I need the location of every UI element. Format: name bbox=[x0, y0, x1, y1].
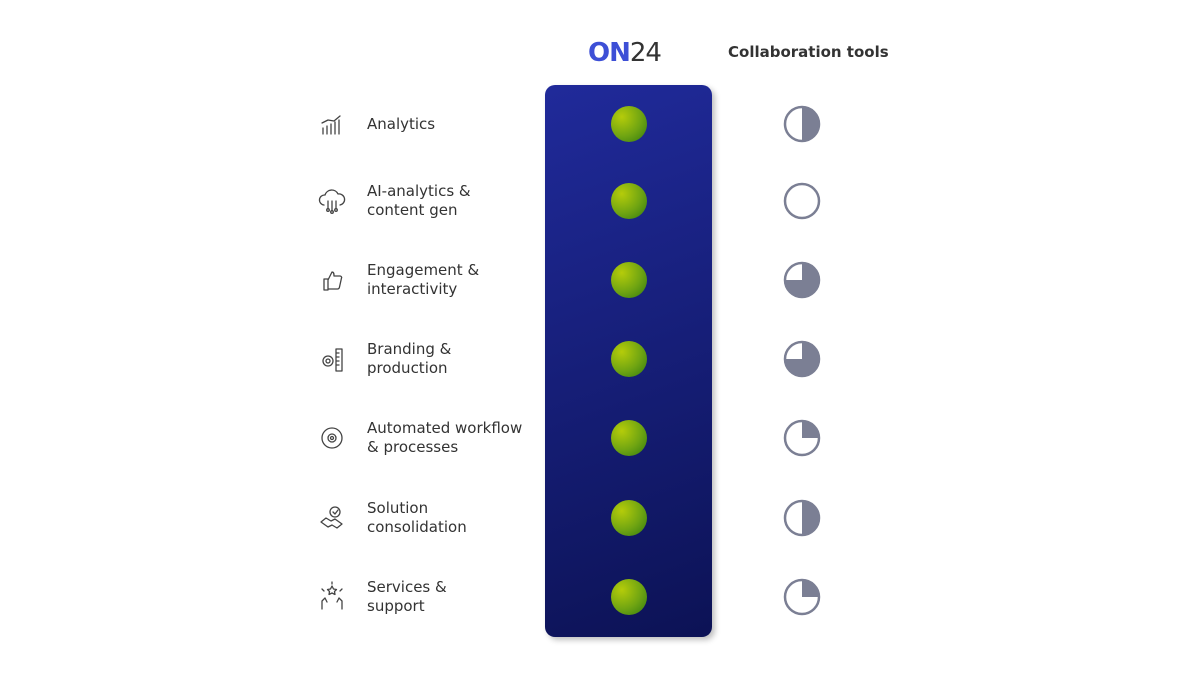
feature-label: AI-analytics &content gen bbox=[367, 182, 547, 220]
on24-full-support-dot bbox=[611, 500, 647, 536]
harvey-fill bbox=[802, 501, 819, 535]
on24-full-support-dot bbox=[611, 262, 647, 298]
feature-label: Branding &production bbox=[367, 340, 547, 378]
harvey-ball-icon bbox=[782, 418, 822, 458]
on24-full-support-dot bbox=[611, 106, 647, 142]
feature-label-line: Engagement & bbox=[367, 261, 480, 279]
feature-label: Automated workflow& processes bbox=[367, 419, 547, 457]
feature-label: Engagement &interactivity bbox=[367, 261, 547, 299]
harvey-fill bbox=[802, 107, 819, 141]
analytics-chart-icon bbox=[321, 115, 341, 135]
harvey-ball-icon bbox=[782, 181, 822, 221]
feature-row: AI-analytics &content gen bbox=[0, 181, 1200, 221]
harvey-fill bbox=[785, 342, 819, 376]
on24-full-support-dot bbox=[611, 420, 647, 456]
on24-logo: ON24 bbox=[588, 38, 662, 68]
collaboration-tools-header: Collaboration tools bbox=[728, 43, 889, 61]
harvey-ball-icon bbox=[782, 104, 822, 144]
feature-label: Services &support bbox=[367, 578, 547, 616]
feature-row: Branding &production bbox=[0, 339, 1200, 379]
feature-label-line: support bbox=[367, 597, 425, 615]
feature-label-line: Solution bbox=[367, 499, 429, 517]
feature-label-line: Automated workflow bbox=[367, 419, 523, 437]
feature-row: Services &support bbox=[0, 577, 1200, 617]
feature-label-line: Analytics bbox=[367, 114, 436, 133]
on24-full-support-dot bbox=[611, 341, 647, 377]
harvey-ball-icon bbox=[782, 339, 822, 379]
feature-row: Analytics bbox=[0, 104, 1200, 144]
support-hands-icon bbox=[321, 581, 343, 610]
harvey-ball-icon bbox=[782, 498, 822, 538]
feature-label-line: consolidation bbox=[367, 518, 467, 536]
harvey-ball-icon bbox=[782, 577, 822, 617]
ai-cloud-icon bbox=[318, 189, 346, 214]
gear-ruler-icon bbox=[322, 348, 343, 372]
feature-label-line: interactivity bbox=[367, 280, 458, 298]
thumbs-up-icon bbox=[323, 271, 343, 291]
feature-label: Analytics bbox=[367, 115, 547, 134]
feature-label-line: production bbox=[367, 359, 448, 377]
feature-label-line: Services & bbox=[367, 578, 447, 596]
feature-label-line: Branding & bbox=[367, 340, 452, 358]
feature-row: Engagement &interactivity bbox=[0, 260, 1200, 300]
on24-full-support-dot bbox=[611, 183, 647, 219]
workflow-gear-icon bbox=[321, 427, 343, 449]
harvey-ball-icon bbox=[782, 260, 822, 300]
handshake-check-icon bbox=[320, 506, 343, 529]
feature-label-line: content gen bbox=[367, 201, 458, 219]
harvey-fill bbox=[802, 580, 819, 597]
feature-row: Automated workflow& processes bbox=[0, 418, 1200, 458]
harvey-fill bbox=[802, 421, 819, 438]
on24-full-support-dot bbox=[611, 579, 647, 615]
feature-label-line: AI-analytics & bbox=[367, 182, 471, 200]
harvey-fill bbox=[785, 263, 819, 297]
feature-label-line: & processes bbox=[367, 438, 459, 456]
